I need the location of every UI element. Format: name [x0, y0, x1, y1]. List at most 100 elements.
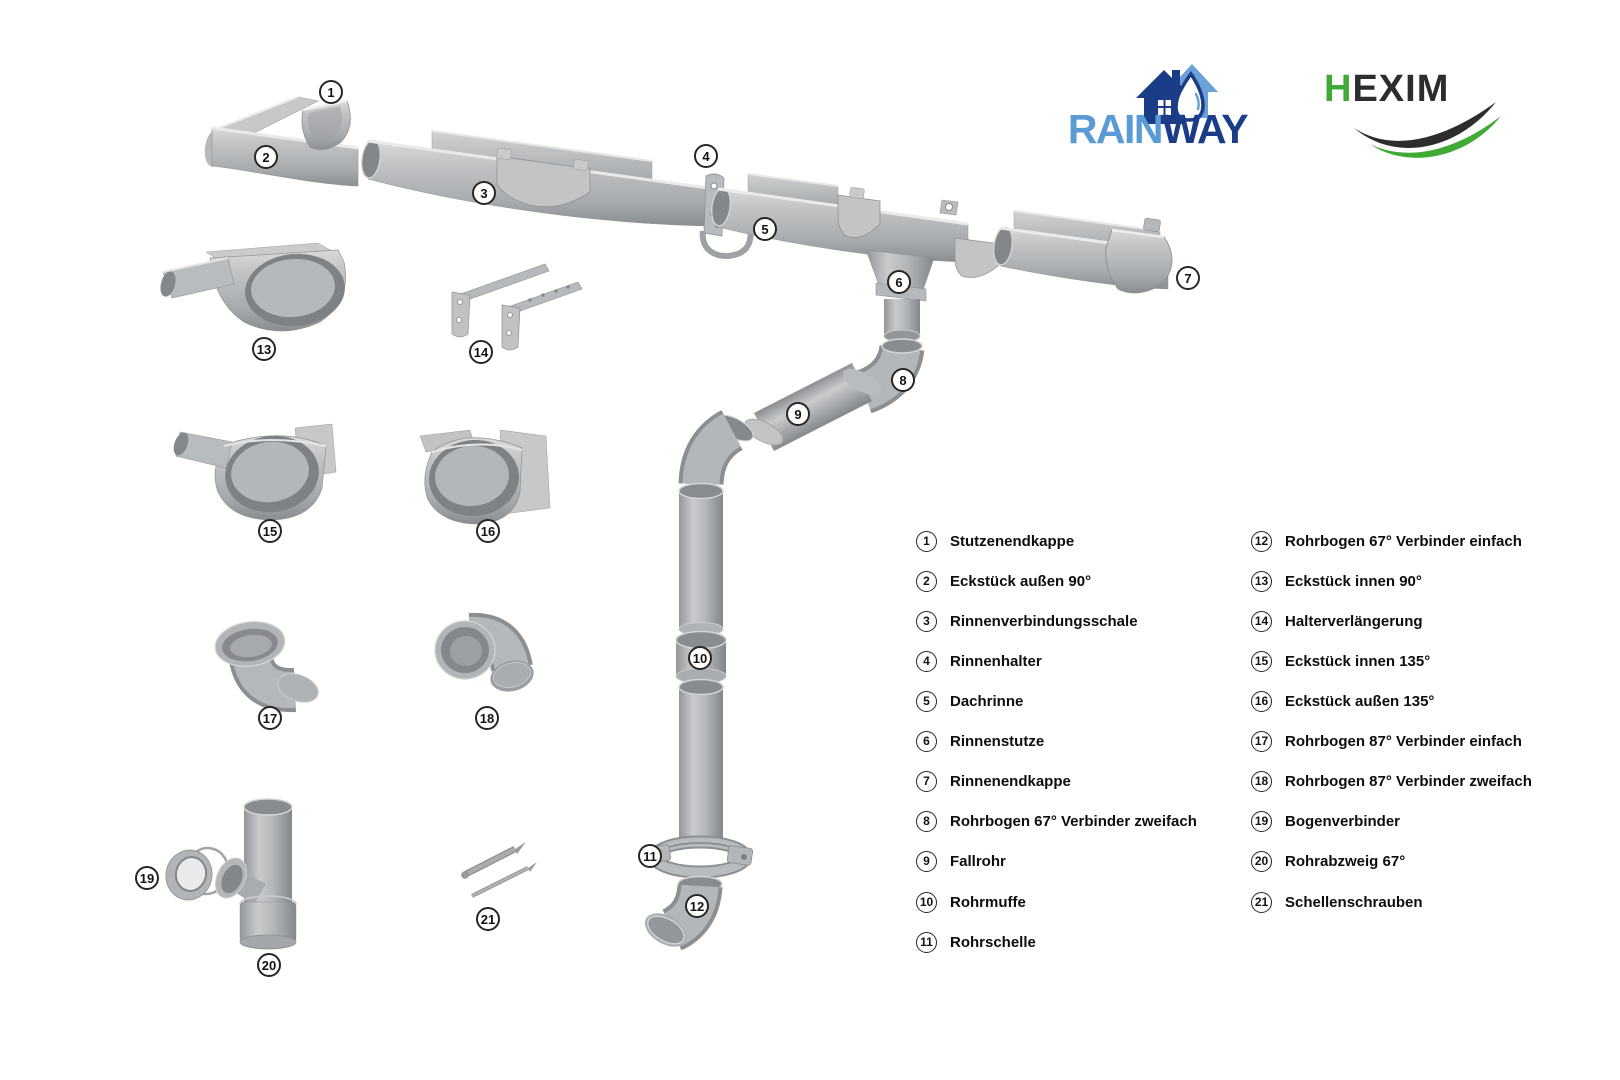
legend-row-10: 10 Rohrmuffe [916, 891, 1026, 913]
hexim-swoosh-icon [1354, 102, 1501, 158]
rainway-text-light: RAIN [1067, 106, 1164, 152]
legend-label: Bogenverbinder [1285, 812, 1401, 830]
legend-label: Schellenschrauben [1285, 893, 1423, 911]
legend-label: Rohrbogen 67° Verbinder einfach [1285, 532, 1522, 550]
legend-num: 11 [916, 931, 937, 953]
part-rohrabzweig-67 [215, 798, 297, 950]
callout-12: 12 [685, 894, 709, 918]
part-schellenschrauben [461, 842, 537, 898]
part-rinnenendkappe [1105, 217, 1173, 294]
legend-row-9: 9 Fallrohr [916, 850, 1006, 872]
legend-row-4: 4 Rinnenhalter [916, 650, 1042, 672]
callout-9: 9 [786, 402, 810, 426]
part-dachrinne-left [361, 130, 709, 227]
part-rohrbogen-87-einfach [214, 621, 319, 713]
callout-14: 14 [469, 340, 493, 364]
callout-16: 16 [476, 519, 500, 543]
legend-label: Fallrohr [950, 852, 1006, 870]
callout-5: 5 [753, 217, 777, 241]
legend-row-13: 13 Eckstück innen 90° [1251, 570, 1422, 592]
legend-label: Rohrmuffe [950, 893, 1026, 911]
legend-num: 5 [916, 690, 937, 712]
legend-num: 10 [916, 891, 937, 913]
part-fallrohr-vertical-2 [678, 678, 724, 844]
part-rohrbogen-67-einfach-upper [678, 410, 754, 486]
legend-row-16: 16 Eckstück außen 135° [1251, 690, 1434, 712]
callout-21: 21 [476, 907, 500, 931]
legend-row-11: 11 Rohrschelle [916, 931, 1036, 953]
legend-num: 4 [916, 650, 937, 672]
legend-row-19: 19 Bogenverbinder [1251, 810, 1400, 832]
legend-label: Rinnenverbindungsschale [950, 612, 1138, 630]
legend-num: 8 [916, 810, 937, 832]
legend-label: Eckstück außen 90° [950, 572, 1092, 590]
legend-label: Eckstück innen 135° [1285, 652, 1431, 670]
legend-label: Rohrabzweig 67° [1285, 852, 1406, 870]
legend-label: Dachrinne [950, 692, 1024, 710]
callout-13: 13 [252, 337, 276, 361]
hexim-text-dark: EXIM [1352, 68, 1450, 110]
legend-num: 3 [916, 610, 937, 632]
callout-18: 18 [475, 706, 499, 730]
rainway-logo: RAINWAY [1040, 54, 1275, 164]
hexim-text-green: H [1324, 68, 1353, 110]
legend-num: 19 [1251, 810, 1272, 832]
legend-row-2: 2 Eckstück außen 90° [916, 570, 1091, 592]
legend-num: 9 [916, 850, 937, 872]
part-eckstueck-innen-90 [160, 242, 346, 332]
part-halterverlaengerung [451, 263, 583, 351]
callout-19: 19 [135, 866, 159, 890]
legend-row-21: 21 Schellenschrauben [1251, 891, 1423, 913]
legend-row-14: 14 Halterverlängerung [1251, 610, 1423, 632]
legend-num: 20 [1251, 850, 1272, 872]
legend-label: Rohrbogen 87° Verbinder zweifach [1285, 772, 1532, 790]
legend-num: 2 [916, 570, 937, 592]
legend-row-8: 8 Rohrbogen 67° Verbinder zweifach [916, 810, 1197, 832]
legend-num: 17 [1251, 730, 1272, 752]
callout-3: 3 [472, 181, 496, 205]
legend-num: 14 [1251, 610, 1272, 632]
legend-row-18: 18 Rohrbogen 87° Verbinder zweifach [1251, 770, 1532, 792]
hexim-wordmark: HEXIM [1324, 68, 1449, 111]
callout-1: 1 [319, 80, 343, 104]
callout-6: 6 [887, 270, 911, 294]
callout-17: 17 [258, 706, 282, 730]
callout-4: 4 [694, 144, 718, 168]
legend-num: 16 [1251, 690, 1272, 712]
rainway-house-icon [1136, 64, 1218, 124]
legend-num: 13 [1251, 570, 1272, 592]
rainway-wordmark: RAINWAY [1040, 106, 1275, 153]
legend-num: 1 [916, 530, 937, 552]
legend-label: Rohrschelle [950, 933, 1036, 951]
callout-2: 2 [254, 145, 278, 169]
part-rinnenstutze [865, 249, 935, 343]
legend-row-17: 17 Rohrbogen 87° Verbinder einfach [1251, 730, 1522, 752]
legend-row-5: 5 Dachrinne [916, 690, 1023, 712]
callout-15: 15 [258, 519, 282, 543]
legend-label: Rinnenhalter [950, 652, 1042, 670]
legend-num: 7 [916, 770, 937, 792]
legend-label: Rohrbogen 87° Verbinder einfach [1285, 732, 1522, 750]
rainway-text-dark: WAY [1162, 106, 1249, 152]
legend-label: Stutzenendkappe [950, 532, 1075, 550]
callout-11: 11 [638, 844, 662, 868]
part-stutzenendkappe [301, 99, 351, 150]
callout-7: 7 [1176, 266, 1200, 290]
callout-20: 20 [257, 953, 281, 977]
legend-label: Rohrbogen 67° Verbinder zweifach [950, 812, 1197, 830]
callout-8: 8 [891, 368, 915, 392]
part-rohrbogen-87-zweifach [434, 612, 534, 692]
part-rohrbogen-67-einfach-lower [644, 875, 723, 951]
legend-row-20: 20 Rohrabzweig 67° [1251, 850, 1405, 872]
part-bogenverbinder [165, 846, 230, 901]
part-eckstueck-innen-135 [173, 423, 337, 521]
legend-row-7: 7 Rinnenendkappe [916, 770, 1071, 792]
legend-row-15: 15 Eckstück innen 135° [1251, 650, 1430, 672]
legend-row-6: 6 Rinnenstutze [916, 730, 1044, 752]
legend-row-12: 12 Rohrbogen 67° Verbinder einfach [1251, 530, 1522, 552]
hexim-logo: HEXIM [1318, 68, 1508, 158]
legend-label: Rinnenendkappe [950, 772, 1071, 790]
part-fallrohr-vertical-1 [678, 482, 724, 636]
